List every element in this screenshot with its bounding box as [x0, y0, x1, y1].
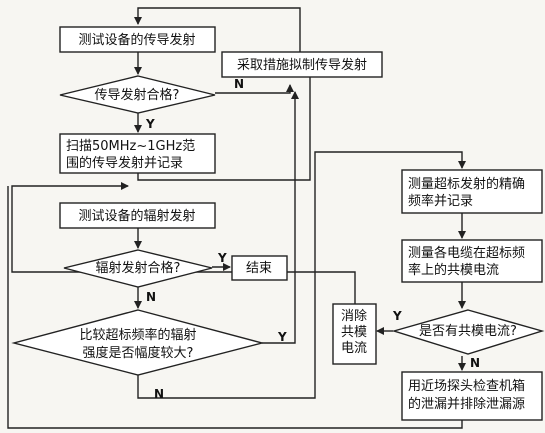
text-end: 结束 — [246, 261, 272, 276]
node-test-conducted — [59, 26, 216, 53]
text-eliminate-1: 消除 — [341, 309, 367, 324]
text-test-conducted: 测试设备的传导发射 — [78, 32, 195, 48]
label-y-compare: Y — [277, 330, 287, 344]
node-end — [231, 255, 288, 281]
text-measure-cm-1: 测量各电缆在超标频 — [408, 245, 525, 261]
text-suppress: 采取措施拟制传导发射 — [237, 57, 367, 73]
label-y-radiated: Y — [217, 251, 227, 265]
node-eliminate — [332, 303, 377, 365]
text-eliminate-3: 电流 — [341, 341, 367, 356]
text-compare-2: 强度是否幅度较大? — [83, 345, 194, 361]
arrow-suppress-to-test — [134, 7, 301, 52]
text-eliminate-2: 共模 — [341, 325, 367, 340]
node-probe — [401, 371, 543, 421]
node-measure-cm — [401, 239, 543, 283]
node-compare — [11, 309, 265, 376]
node-radiated-pass — [63, 249, 213, 288]
node-measure-freq — [401, 169, 543, 214]
label-n-compare: N — [154, 387, 164, 401]
node-test-radiated — [59, 202, 216, 229]
node-has-cm — [391, 309, 545, 355]
arrow-n-to-measure-freq — [137, 151, 466, 399]
connectors — [7, 7, 466, 429]
arrow-n-to-suppress — [215, 84, 294, 94]
line-scan-to-suppress-join — [137, 72, 311, 181]
text-probe-1: 用近场探头检查机箱 — [408, 378, 525, 394]
text-has-cm: 是否有共模电流? — [419, 324, 517, 339]
label-n-radiated: N — [146, 290, 156, 304]
line-probe-back — [7, 186, 463, 429]
text-measure-freq-2: 频率并记录 — [408, 193, 473, 209]
text-test-radiated: 测试设备的辐射发射 — [78, 208, 195, 224]
text-measure-cm-2: 率上的共模电流 — [408, 262, 499, 278]
label-n-conducted: N — [234, 77, 244, 91]
arrow-eliminate-to-radiated — [11, 182, 356, 304]
text-measure-freq-1: 测量超标发射的精确 — [408, 176, 525, 192]
label-y-has-cm: Y — [392, 309, 402, 323]
text-scan-1: 扫描50MHz~1GHz范 — [66, 139, 195, 154]
text-radiated-pass: 辐射发射合格? — [96, 260, 181, 276]
arrow-y-to-suppress — [262, 91, 299, 344]
label-n-has-cm: N — [470, 356, 480, 370]
text-compare-1: 比较超标频率的辐射 — [79, 327, 196, 343]
text-scan-2: 围的传导发射并记录 — [66, 155, 183, 171]
text-conducted-pass: 传导发射合格? — [95, 87, 180, 103]
text-probe-2: 的泄漏并排除泄漏源 — [408, 396, 525, 412]
node-scan — [59, 133, 216, 174]
node-suppress — [221, 51, 383, 78]
node-conducted-pass — [59, 75, 216, 114]
label-y-conducted: Y — [145, 117, 155, 131]
